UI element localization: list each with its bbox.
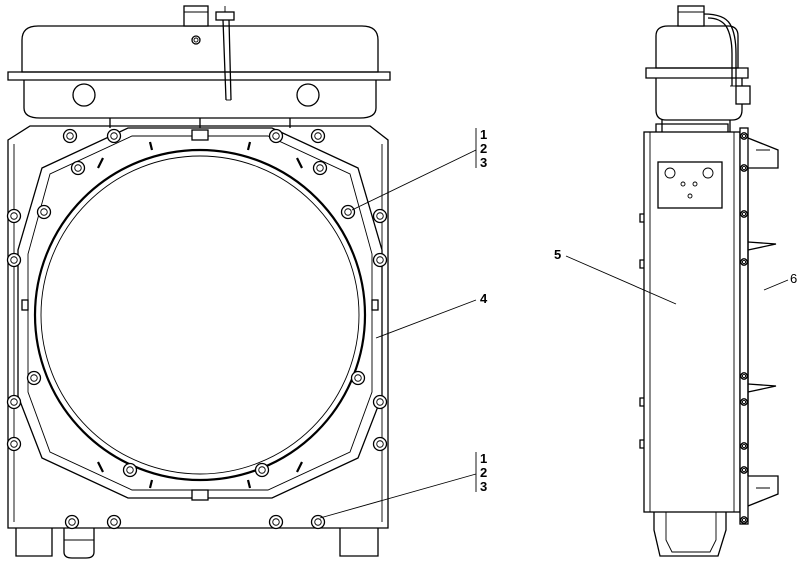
bolt-icon [740, 466, 748, 474]
bolt-icon [740, 372, 748, 380]
callout-label: 3 [480, 155, 487, 170]
bolt-icon [62, 128, 78, 144]
callout-label: 1 [480, 127, 487, 142]
bolt-icon [122, 462, 138, 478]
callout-label: 2 [480, 465, 487, 480]
front-view: 1 2 3 4 1 2 3 [6, 5, 488, 559]
bolt-icon [340, 204, 356, 220]
bolt-icon [740, 258, 748, 266]
side-leader-lines [565, 255, 789, 305]
side-view: 5 6 [554, 5, 797, 557]
bolt-icon [6, 252, 22, 268]
bolt-icon [268, 514, 284, 530]
fan-plate [17, 127, 383, 499]
bolt-icon [6, 436, 22, 452]
bolt-icon [254, 462, 270, 478]
bolt-icon [268, 128, 284, 144]
leader-lines [319, 128, 477, 519]
dipstick [215, 6, 235, 101]
bolt-icon [6, 394, 22, 410]
bolt-icon [372, 394, 388, 410]
fan-ring [21, 129, 379, 501]
bolt-icon [26, 370, 42, 386]
bolt-icon [372, 436, 388, 452]
filler-neck [183, 5, 209, 27]
bolt-icon [310, 128, 326, 144]
bolt-icon [740, 398, 748, 406]
bolt-icon [64, 514, 80, 530]
bolt-icon [70, 160, 86, 176]
bolt-icon [6, 208, 22, 224]
expansion-tank [7, 25, 391, 119]
bolt-icon [310, 514, 326, 530]
bolt-icon [372, 208, 388, 224]
radiator-core [639, 123, 741, 513]
side-bolts [740, 132, 748, 524]
callout-label: 4 [480, 291, 488, 306]
bolt-icon [106, 514, 122, 530]
bolt-icon [312, 160, 328, 176]
bolt-icon [740, 164, 748, 172]
fan-shroud-side [739, 127, 779, 525]
callout-label: 2 [480, 141, 487, 156]
bolt-icon [740, 516, 748, 524]
callout-label: 3 [480, 479, 487, 494]
callout-label: 1 [480, 451, 487, 466]
bolt-icon [36, 204, 52, 220]
tank-side [645, 5, 751, 132]
bolt-heads [6, 128, 388, 530]
bolt-icon [106, 128, 122, 144]
bolt-icon [350, 370, 366, 386]
bolt-icon [740, 210, 748, 218]
bottom-tank [653, 512, 727, 557]
callout-label: 5 [554, 247, 561, 262]
callout-label: 6 [790, 271, 797, 286]
bolt-icon [740, 132, 748, 140]
bolt-icon [372, 252, 388, 268]
bolt-icon [740, 442, 748, 450]
